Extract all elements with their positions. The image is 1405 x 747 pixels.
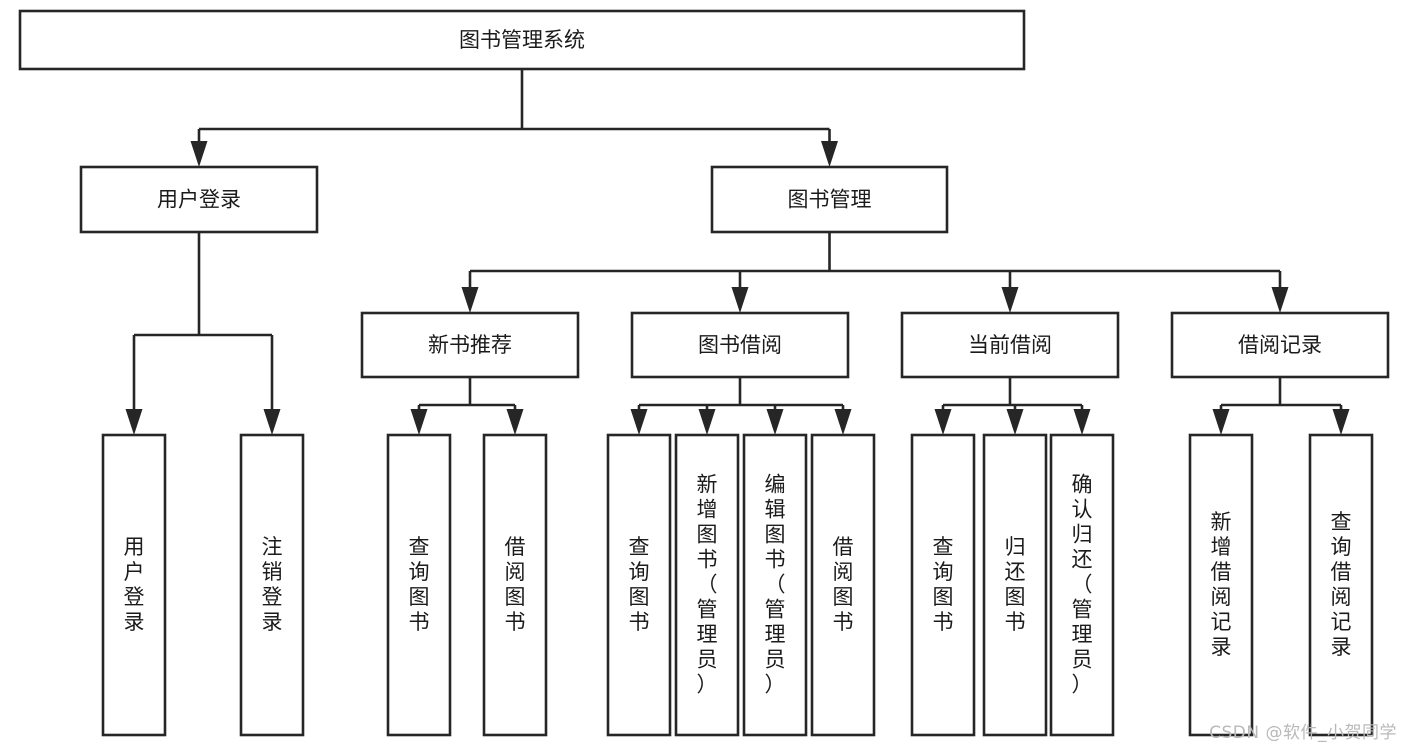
node-label: 借阅图书 [505,535,526,634]
node-l3-current-borrow[interactable]: 当前借阅 [900,311,1120,379]
node-leaf-rec-query-record[interactable]: 查询借阅记录 [1308,433,1374,737]
node-label: 查询图书 [409,535,430,634]
arrow-head-icon [630,409,648,435]
arrow-head-icon [506,409,524,435]
node-label: 确认归还（管理员） [1072,473,1093,697]
node-box [710,165,949,234]
node-label: 查询借阅记录 [1331,510,1352,659]
node-label: 查询图书 [933,535,954,634]
arrow-head-icon [1006,409,1024,435]
arrow-head-icon [410,409,428,435]
arrow-head-icon [125,409,143,435]
node-label: 新增借阅记录 [1211,510,1232,659]
node-box [810,433,876,737]
node-leaf-cur-confirm-return[interactable]: 确认归还（管理员） [1049,433,1115,737]
node-label: 图书管理 [788,188,872,212]
node-label: 借阅记录 [1238,333,1322,357]
edge-group-l3-new-book-rec [410,377,524,435]
node-label: 编辑图书（管理员） [765,473,786,697]
node-box [386,433,452,737]
node-label: 注销登录 [262,535,283,634]
arrow-head-icon [698,409,716,435]
arrow-head-icon [1001,287,1019,313]
edge-group-l2-user-login [125,232,281,435]
node-leaf-cur-query-book[interactable]: 查询图书 [910,433,976,737]
node-label: 图书管理系统 [459,28,585,52]
node-box [18,9,1026,71]
node-leaf-rec-borrow-book[interactable]: 借阅图书 [482,433,548,737]
node-leaf-bor-borrow-book[interactable]: 借阅图书 [810,433,876,737]
node-box [982,433,1048,737]
node-l2-user-login[interactable]: 用户登录 [79,165,319,234]
edge-group-l3-current-borrow [934,377,1091,435]
node-l3-book-borrow[interactable]: 图书借阅 [630,311,850,379]
edge-group-l3-book-borrow [630,377,852,435]
edge-group-l2-book-mgmt [461,232,1289,313]
node-label: 图书借阅 [698,333,782,357]
node-leaf-bor-query-book[interactable]: 查询图书 [606,433,672,737]
node-l3-new-book-rec[interactable]: 新书推荐 [360,311,580,379]
node-label: 查询图书 [629,535,650,634]
node-label: 新书推荐 [428,333,512,357]
node-leaf-bor-edit-book[interactable]: 编辑图书（管理员） [742,433,808,737]
edge-group-l3-borrow-record [1212,377,1350,435]
node-box [674,433,740,737]
node-leaf-rec-add-record[interactable]: 新增借阅记录 [1188,433,1254,737]
node-box [360,311,580,379]
node-l3-borrow-record[interactable]: 借阅记录 [1170,311,1390,379]
edge-layer [125,69,1350,435]
arrow-head-icon [1271,287,1289,313]
node-label: 借阅图书 [833,535,854,634]
node-box [1170,311,1390,379]
node-label: 当前借阅 [968,333,1052,357]
node-box [1188,433,1254,737]
node-box [910,433,976,737]
arrow-head-icon [1212,409,1230,435]
arrow-head-icon [1332,409,1350,435]
node-l2-book-mgmt[interactable]: 图书管理 [710,165,949,234]
arrow-head-icon [263,409,281,435]
node-label: 新增图书（管理员） [697,473,718,697]
node-box [630,311,850,379]
arrow-head-icon [461,287,479,313]
node-leaf-rec-query-book[interactable]: 查询图书 [386,433,452,737]
node-box [101,433,167,737]
node-leaf-user-login[interactable]: 用户登录 [101,433,167,737]
node-box [79,165,319,234]
node-label: 归还图书 [1005,535,1026,634]
node-box [742,433,808,737]
node-box [482,433,548,737]
node-box [606,433,672,737]
arrow-head-icon [766,409,784,435]
arrow-head-icon [731,287,749,313]
node-label: 用户登录 [124,535,145,634]
arrow-head-icon [1073,409,1091,435]
arrow-head-icon [834,409,852,435]
arrow-head-icon [190,141,208,167]
node-root[interactable]: 图书管理系统 [18,9,1026,71]
edge-group-root [190,69,838,167]
node-layer: 图书管理系统用户登录图书管理新书推荐图书借阅当前借阅借阅记录用户登录注销登录查询… [18,9,1390,737]
node-leaf-cur-return-book[interactable]: 归还图书 [982,433,1048,737]
node-box [1049,433,1115,737]
node-leaf-bor-add-book[interactable]: 新增图书（管理员） [674,433,740,737]
node-box [1308,433,1374,737]
node-leaf-user-logout[interactable]: 注销登录 [239,433,305,737]
arrow-head-icon [821,141,838,167]
node-box [239,433,305,737]
node-box [900,311,1120,379]
arrow-head-icon [934,409,952,435]
node-label: 用户登录 [157,188,241,212]
